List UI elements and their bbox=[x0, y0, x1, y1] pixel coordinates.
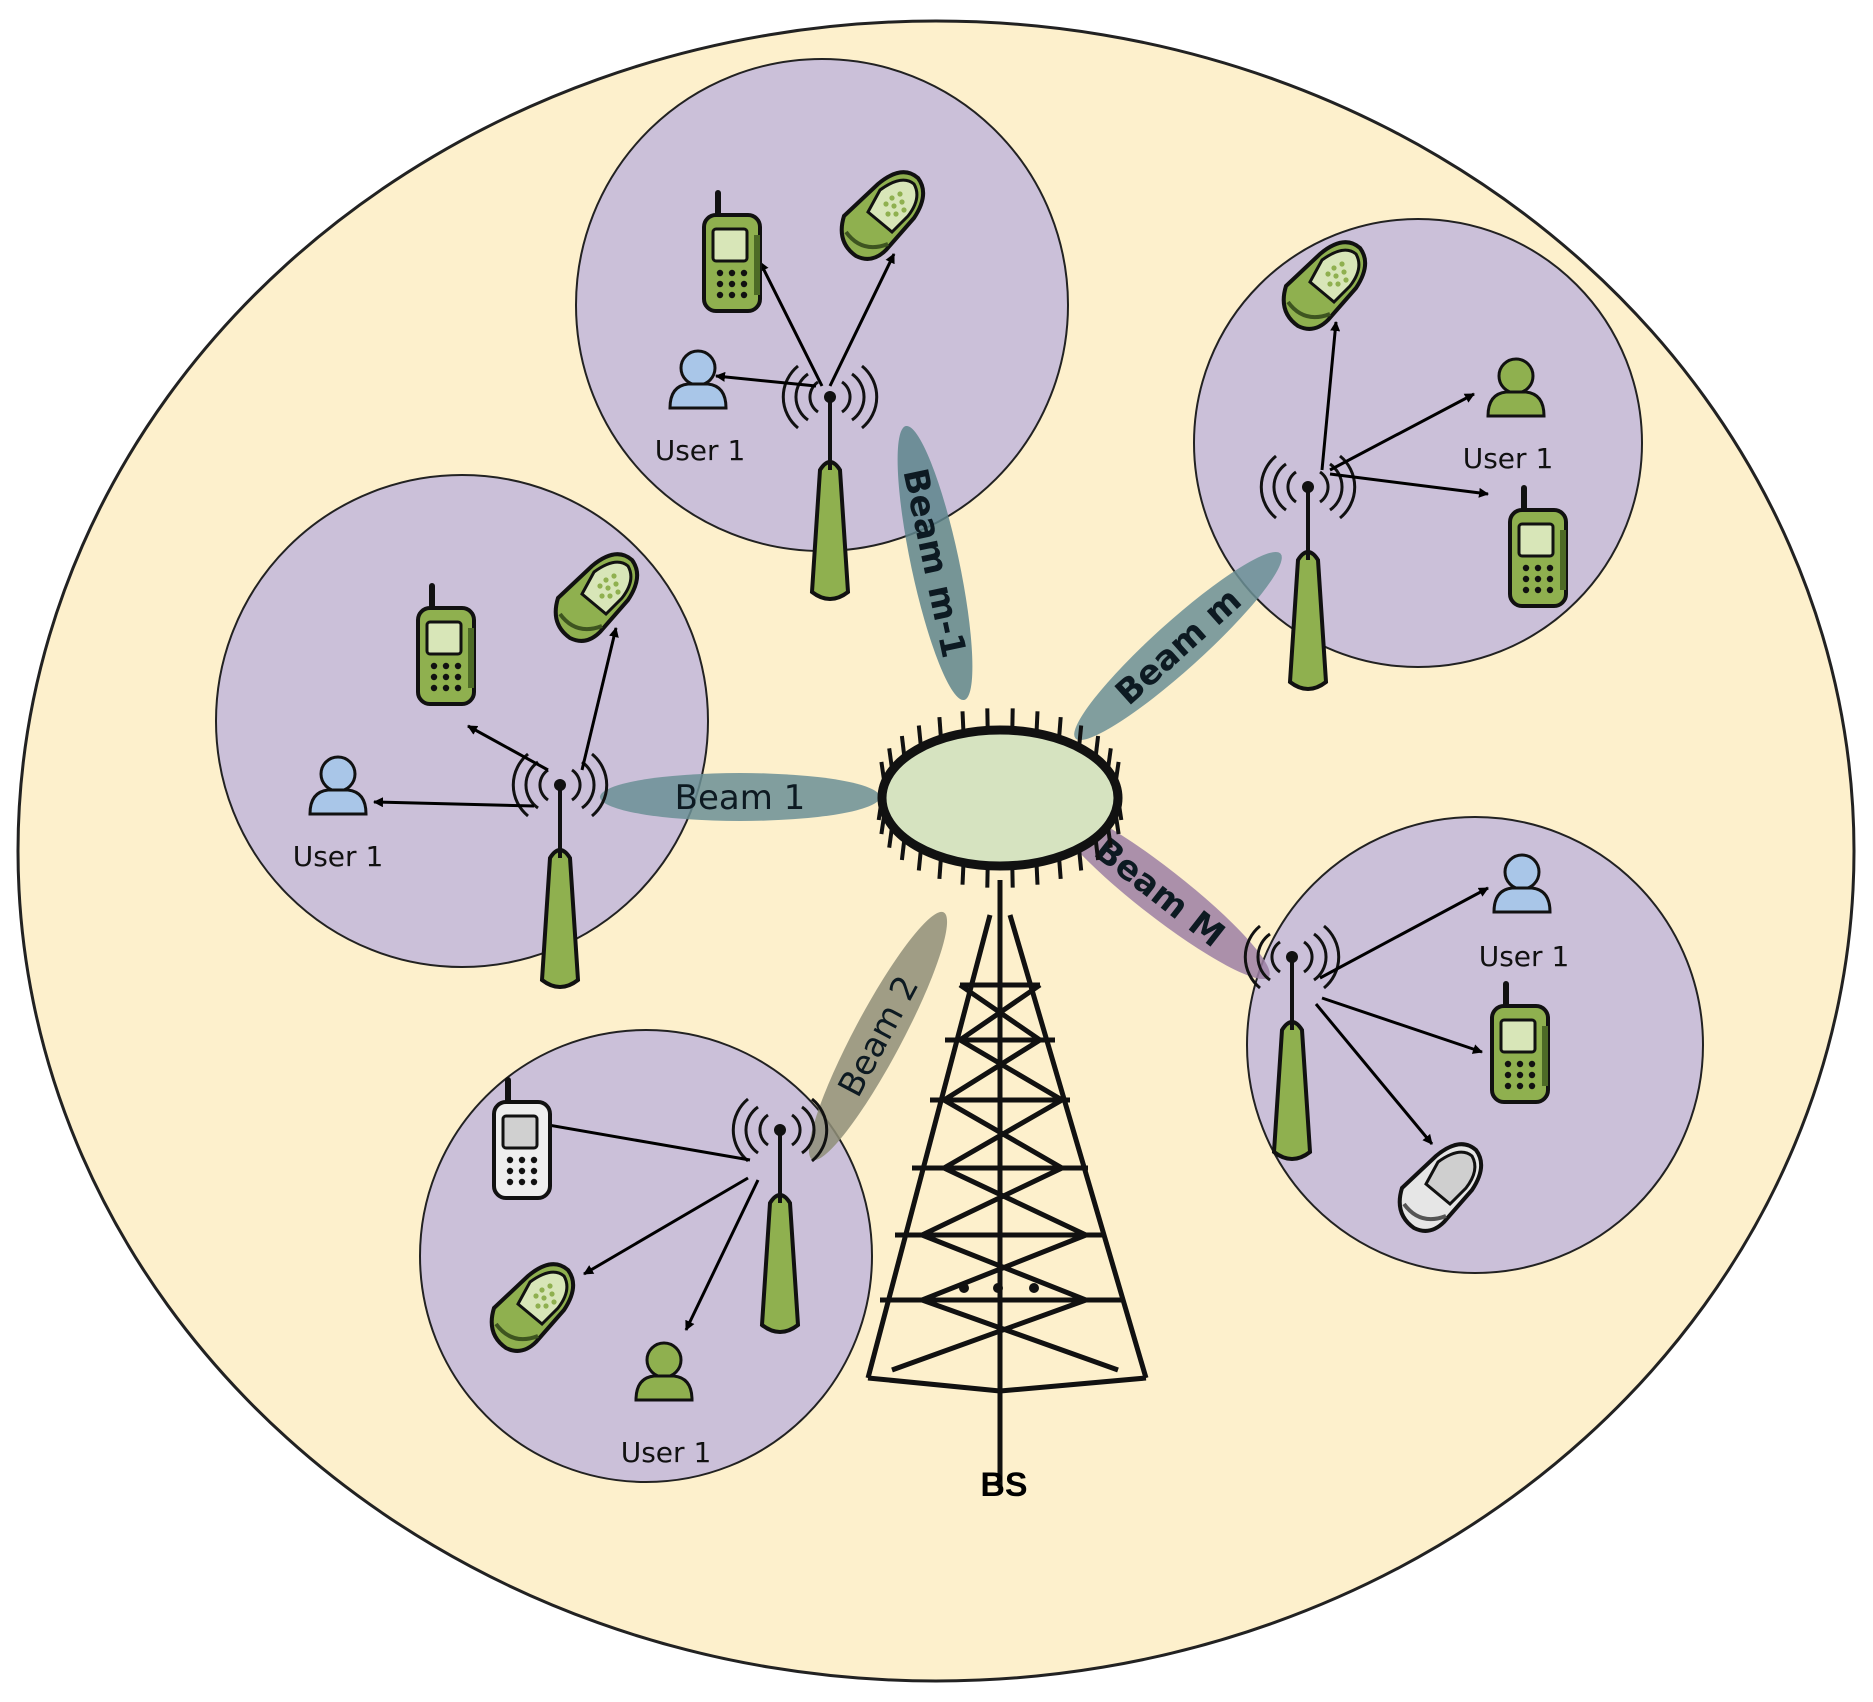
antenna-array-hub bbox=[876, 708, 1124, 888]
lattice-tower bbox=[865, 880, 1149, 1488]
cluster-right-top-user-label: User 1 bbox=[1463, 442, 1554, 475]
cluster-right-bottom-user-label: User 1 bbox=[1479, 940, 1570, 973]
cluster-bottom-user-label: User 1 bbox=[621, 1436, 712, 1469]
cluster-right-bottom-flip-phone bbox=[1397, 1142, 1484, 1233]
bs-label: BS bbox=[980, 1466, 1027, 1504]
cluster-left-user-label: User 1 bbox=[293, 840, 384, 873]
beam-1-label: Beam 1 bbox=[675, 778, 806, 818]
cluster-bottom-phone bbox=[492, 1077, 552, 1200]
cluster-left bbox=[215, 474, 709, 968]
cluster-top-user-label: User 1 bbox=[655, 434, 746, 467]
cluster-right-top bbox=[1193, 218, 1643, 668]
tower-dots bbox=[959, 1283, 1039, 1293]
cluster-right-bottom bbox=[1246, 816, 1704, 1274]
beam-1: Beam 1 bbox=[600, 773, 880, 821]
cluster-bottom bbox=[419, 1029, 873, 1483]
